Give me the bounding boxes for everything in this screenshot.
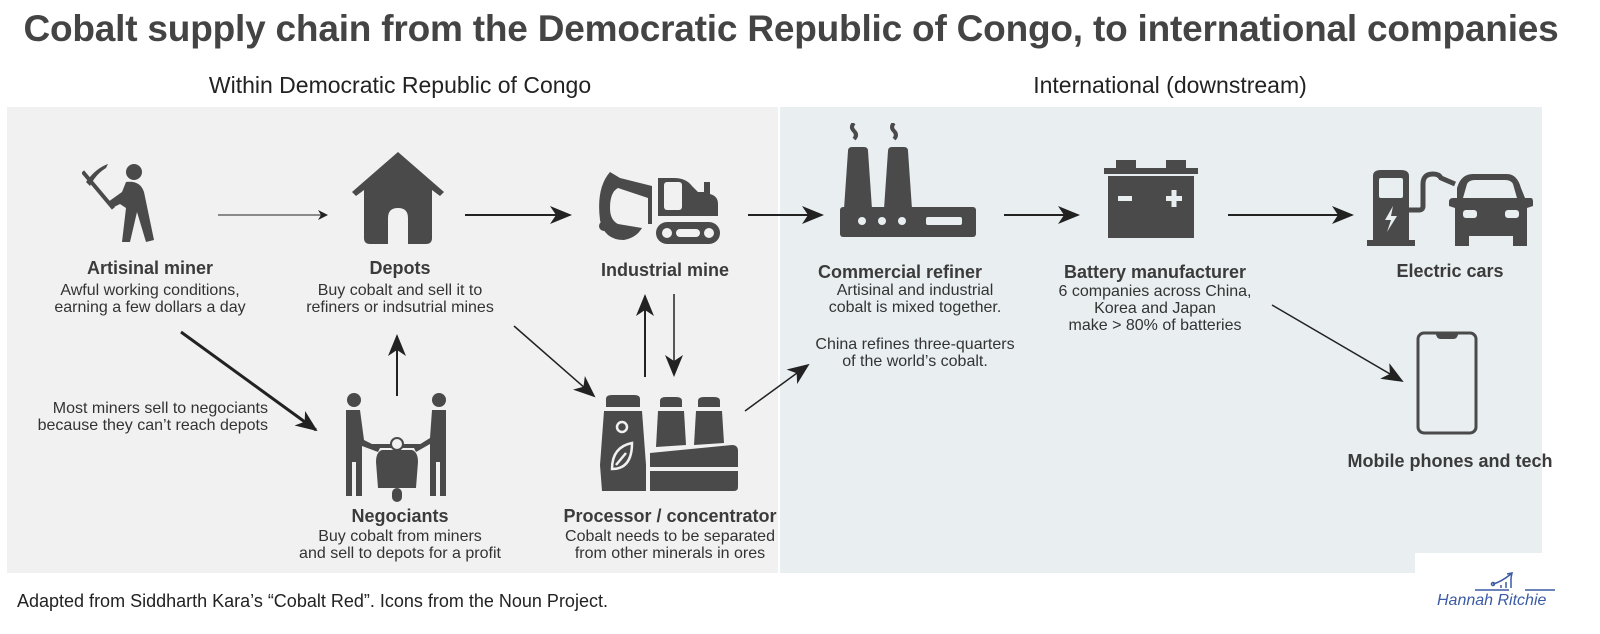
arrow-processor-to-refiner	[744, 363, 810, 412]
desc-line: Cobalt needs to be separated	[565, 528, 775, 545]
desc-line: Buy cobalt from miners	[318, 528, 482, 545]
desc-line: cobalt is mixed together.	[828, 299, 1002, 316]
node-title-processor: Processor / concentrator	[563, 506, 777, 526]
arrow-miner-to-negociants	[180, 330, 318, 432]
node-desc-depots: Buy cobalt and sell it to refiners or in…	[280, 282, 520, 316]
node-note-china-refining: China refines three-quarters of the worl…	[795, 336, 1035, 370]
node-desc-battery-manufacturer: 6 companies across China, Korea and Japa…	[1040, 283, 1270, 334]
desc-line: 6 companies across China,	[1058, 283, 1252, 300]
excavator-icon	[599, 172, 720, 244]
desc-line: and sell to depots for a profit	[299, 545, 501, 562]
author-logo: Hannah Ritchie	[1437, 592, 1547, 609]
house-icon	[352, 152, 444, 244]
arrow-battery-to-phones	[1271, 304, 1404, 383]
node-title-industrial-mine: Industrial mine	[600, 260, 730, 280]
note-line: of the world’s cobalt.	[842, 353, 988, 370]
node-title-commercial-refiner: Commercial refiner	[817, 262, 983, 282]
node-desc-commercial-refiner: Artisinal and industrial cobalt is mixed…	[800, 282, 1030, 316]
ev-charger-car-icon	[1367, 170, 1533, 246]
factory-icon	[840, 123, 976, 237]
section-heading-drc: Within Democratic Republic of Congo	[208, 72, 592, 98]
battery-icon	[1104, 160, 1198, 238]
desc-line: from other minerals in ores	[574, 545, 766, 562]
growth-chart-icon	[1475, 572, 1555, 591]
node-desc-artisinal-miner: Awful working conditions, earning a few …	[30, 282, 270, 316]
smartphone-icon	[1416, 331, 1478, 435]
processing-plant-icon	[600, 395, 738, 491]
desc-line: earning a few dollars a day	[54, 299, 246, 316]
arrow-depots-to-processor	[513, 325, 596, 398]
node-title-artisinal-miner: Artisinal miner	[86, 258, 214, 278]
node-title-negociants: Negociants	[351, 506, 449, 526]
diagram-title: Cobalt supply chain from the Democratic …	[23, 8, 1559, 49]
desc-line: Buy cobalt and sell it to	[317, 282, 483, 299]
desc-line: Artisinal and industrial	[836, 282, 994, 299]
section-heading-international: International (downstream)	[1033, 72, 1307, 98]
label-line: because they can’t reach depots	[37, 417, 268, 434]
miner-pickaxe-icon	[82, 164, 154, 242]
node-title-battery-manufacturer: Battery manufacturer	[1063, 262, 1247, 282]
logo-background	[1415, 553, 1555, 634]
node-title-electric-cars: Electric cars	[1396, 261, 1504, 281]
node-title-mobile-phones: Mobile phones and tech	[1347, 451, 1553, 471]
desc-line: refiners or indsutrial mines	[306, 299, 494, 316]
note-line: China refines three-quarters	[815, 336, 1015, 353]
desc-line: make > 80% of batteries	[1068, 317, 1242, 334]
node-title-depots: Depots	[369, 258, 431, 278]
edge-label-miners-to-negociants: Most miners sell to negociants because t…	[10, 400, 268, 434]
source-footnote: Adapted from Siddharth Kara’s “Cobalt Re…	[17, 591, 608, 611]
desc-line: Korea and Japan	[1094, 300, 1216, 317]
desc-line: Awful working conditions,	[60, 282, 240, 299]
label-line: Most miners sell to negociants	[52, 400, 268, 417]
traders-scooter-icon	[346, 393, 446, 502]
node-desc-negociants: Buy cobalt from miners and sell to depot…	[270, 528, 530, 562]
node-desc-processor: Cobalt needs to be separated from other …	[545, 528, 795, 562]
